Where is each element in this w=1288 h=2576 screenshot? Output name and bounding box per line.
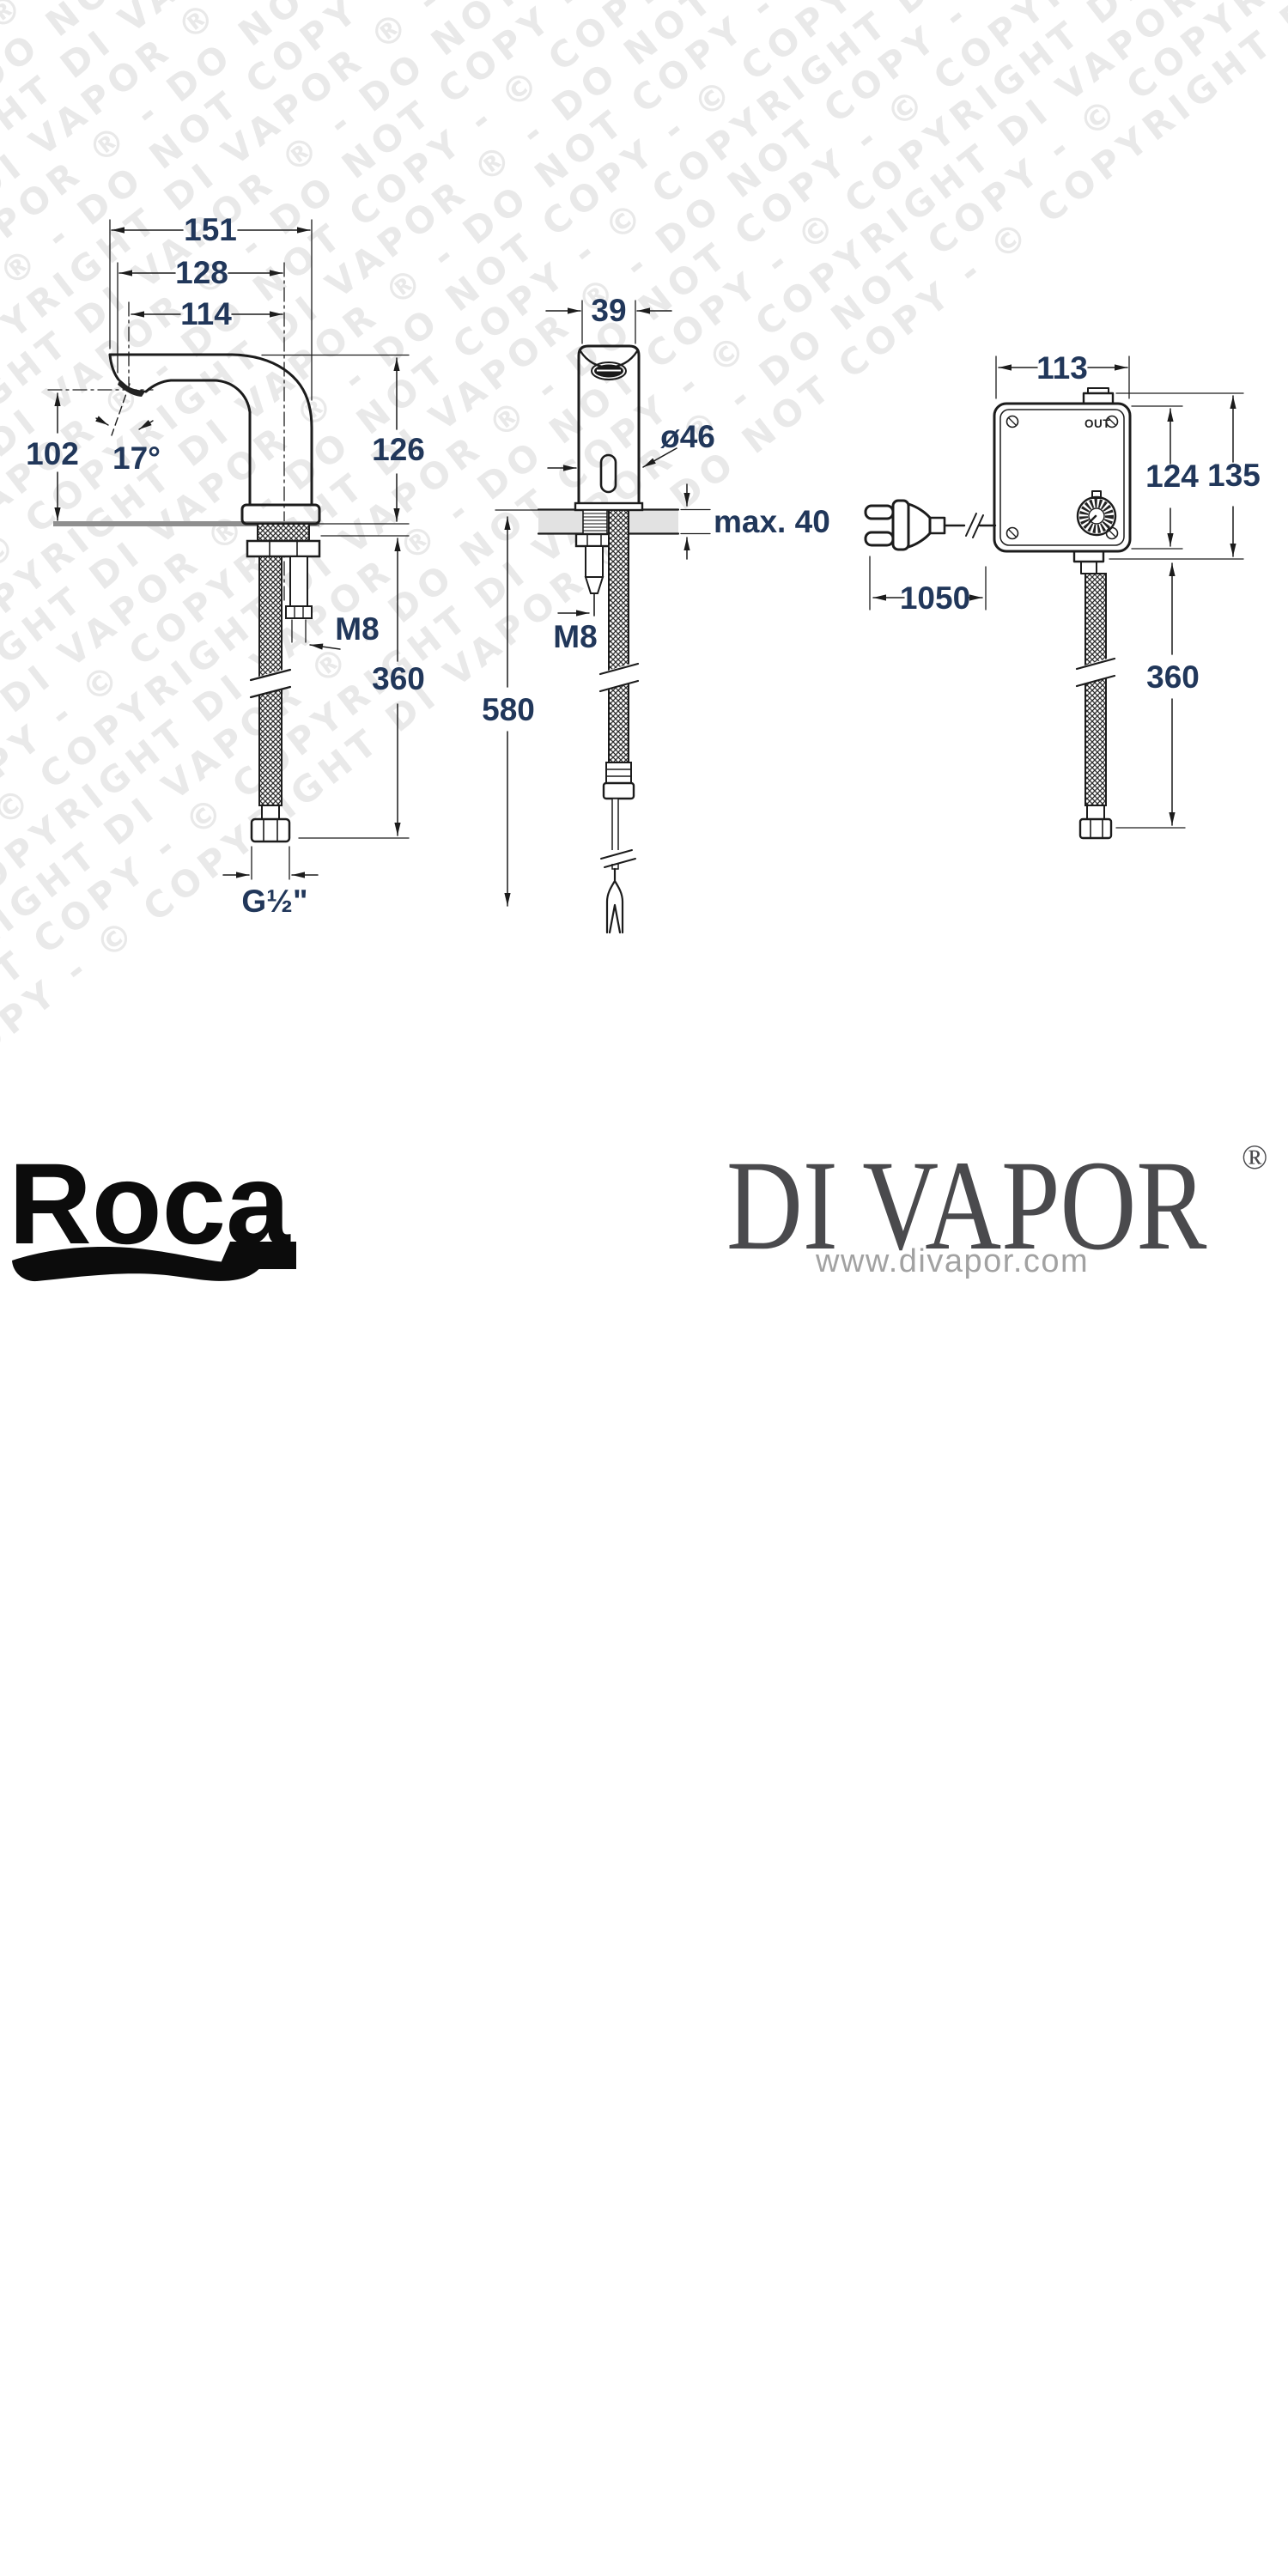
dim-126: 126 (372, 432, 425, 467)
dim-m8-front: M8 (553, 619, 597, 654)
faucet-side-view: 151 128 114 102 17° 126 M8 360 G½" (26, 212, 425, 919)
dim-151: 151 (184, 212, 237, 247)
registered-trademark-icon: ® (1242, 1138, 1268, 1176)
divapor-url: www.divapor.com (816, 1243, 1090, 1279)
faucet-front-view: 39 ø46 max. 40 M8 580 (482, 293, 830, 934)
roca-wave-icon (12, 1242, 296, 1282)
control-box-view: 113 OUT 124 135 1050 360 (864, 350, 1261, 840)
dim-124: 124 (1145, 459, 1199, 494)
box-out-label: OUT (1084, 417, 1110, 430)
dim-1050: 1050 (900, 580, 970, 616)
dim-360-right: 360 (1146, 659, 1200, 695)
power-plug (864, 499, 997, 551)
dim-m8-left: M8 (335, 611, 379, 647)
dim-360-left: 360 (372, 661, 425, 696)
technical-drawing: 151 128 114 102 17° 126 M8 360 G½" (26, 212, 1261, 934)
dim-128: 128 (175, 255, 228, 290)
box-screws (1005, 415, 1119, 540)
dim-g-half: G½" (241, 884, 307, 919)
divapor-logo: DI VAPOR ® (726, 1132, 1288, 1277)
dim-39: 39 (591, 293, 626, 328)
dim-dia-46: ø46 (660, 419, 715, 454)
dim-102: 102 (26, 436, 79, 471)
adjustment-knob (1076, 490, 1117, 537)
dim-113: 113 (1036, 350, 1088, 386)
dim-max-40: max. 40 (714, 504, 830, 539)
dim-114: 114 (180, 296, 232, 331)
divapor-logo-text: DI VAPOR (726, 1134, 1207, 1277)
dim-580: 580 (482, 692, 535, 727)
dim-17deg: 17° (112, 440, 161, 476)
dim-135: 135 (1207, 458, 1261, 493)
